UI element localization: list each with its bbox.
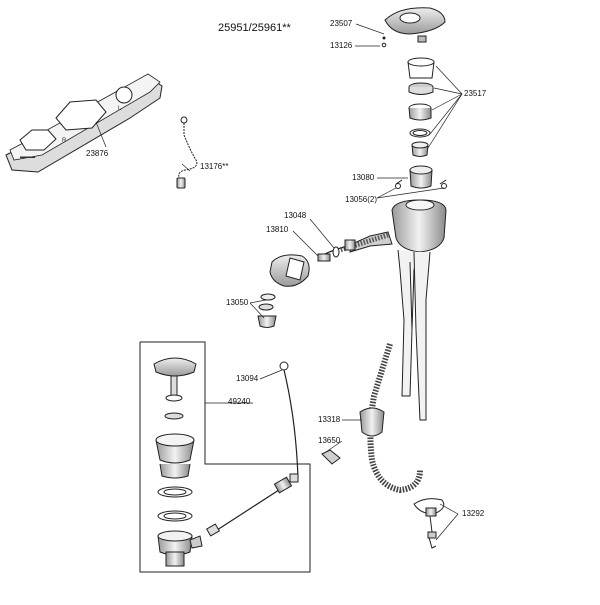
part-label-13810: 13810 — [266, 225, 289, 234]
part-label-13050: 13050 — [226, 298, 249, 307]
part-label-13292: 13292 — [462, 509, 485, 518]
model-title: 25951/25961** — [218, 22, 291, 34]
part-label-13126: 13126 — [330, 41, 353, 50]
leader-lines — [95, 23, 463, 541]
pivot-rod-part — [205, 361, 299, 537]
mounting-hardware-part — [413, 498, 445, 549]
faucet-body-part — [349, 199, 447, 421]
spout-washers-part — [317, 246, 340, 262]
part-label-13318: 13318 — [318, 415, 341, 424]
part-label-23517: 23517 — [464, 89, 487, 98]
pull-out-hose-part — [367, 261, 423, 494]
cartridge-stack-part — [407, 57, 435, 157]
drain-stopper-part — [153, 357, 197, 420]
part-label-23507: 23507 — [330, 19, 353, 28]
part-label-23876: 23876 — [86, 149, 109, 158]
aerator-part — [257, 293, 277, 328]
part-label-13080: 13080 — [352, 173, 375, 182]
svg-text:R: R — [62, 138, 67, 144]
handle-lever-part — [381, 7, 446, 48]
hose-weight-part — [321, 407, 385, 465]
pop-up-chain-part — [176, 116, 198, 189]
spray-head-part — [269, 254, 310, 287]
part-label-13176: 13176** — [200, 162, 229, 171]
drain-assembly-box — [139, 341, 311, 573]
part-label-13056: 13056(2) — [345, 195, 378, 204]
part-label-13650: 13650 — [318, 436, 341, 445]
part-label-13094: 13094 — [236, 374, 259, 383]
bonnet-nut-part — [395, 165, 447, 189]
part-label-49240: 49240 — [228, 397, 251, 406]
plate-logo-mark: ▬▬▬ — [20, 154, 35, 160]
svg-text:L: L — [118, 106, 122, 112]
drain-body-part — [155, 433, 203, 567]
gasket-plate-part: ▬▬▬ R L — [5, 73, 163, 173]
part-label-13048: 13048 — [284, 211, 307, 220]
